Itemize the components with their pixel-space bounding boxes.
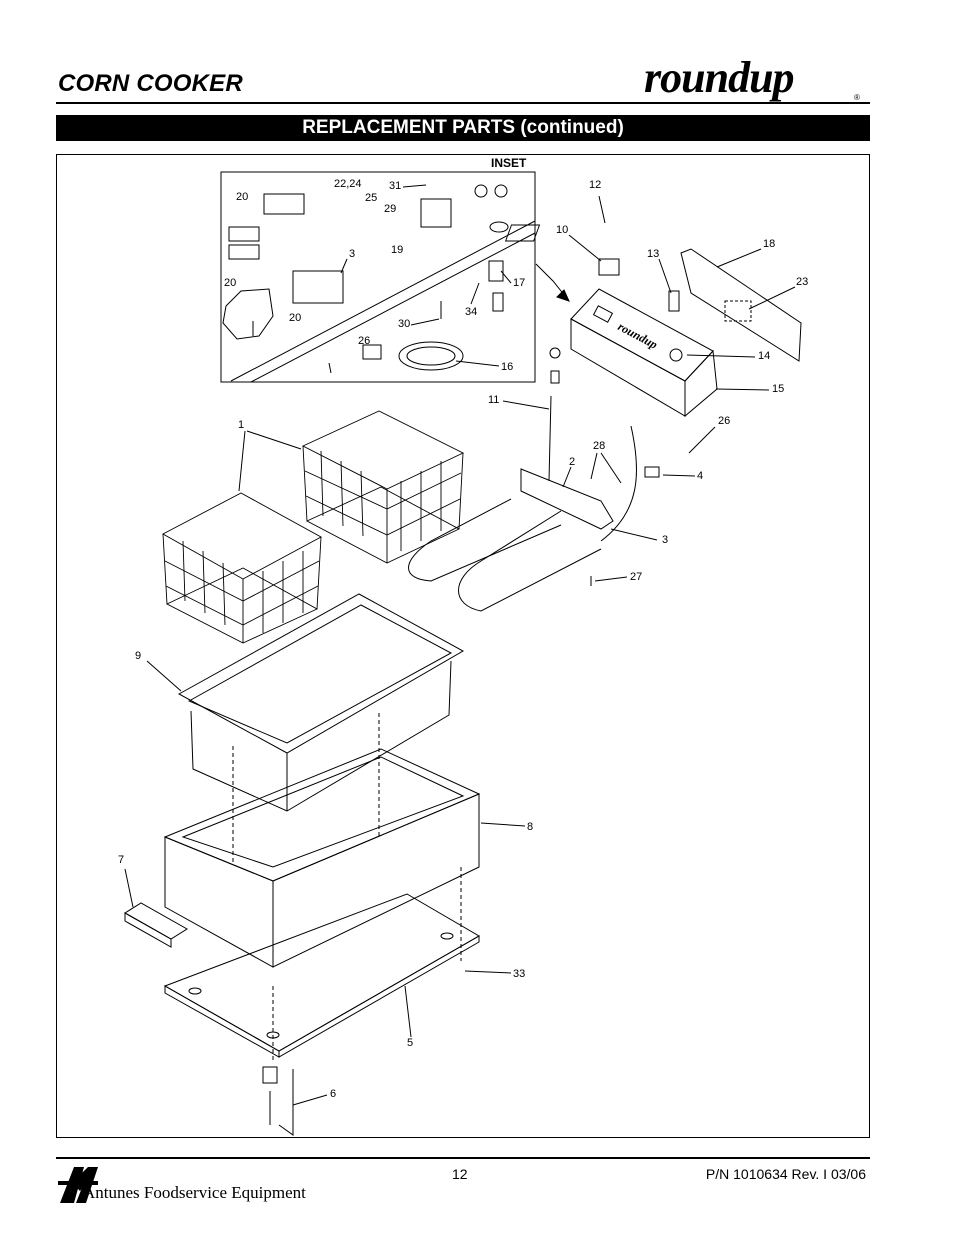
callout-26-inset: 26	[358, 335, 370, 347]
callout-20c: 20	[289, 312, 301, 324]
inset-part-3	[292, 270, 344, 304]
callout-18: 18	[763, 238, 775, 250]
callout-31: 31	[389, 180, 401, 192]
callout-13: 13	[647, 248, 659, 260]
label-23	[724, 300, 752, 322]
inset-label: INSET	[491, 156, 527, 170]
foot-6	[262, 1066, 294, 1136]
callout-3: 3	[662, 534, 668, 546]
thermostat-bracket-4	[644, 466, 660, 478]
callout-22-24: 22,24	[334, 178, 362, 190]
well-pan-9	[177, 593, 465, 812]
svg-text:®: ®	[854, 93, 860, 102]
exploded-parts-diagram: INSET 20 22,24 25 29 31 3 19 20 20 30 34	[118, 156, 808, 1136]
inset-part-19	[420, 198, 452, 228]
heating-element-2	[408, 347, 660, 612]
header-rule	[56, 102, 870, 104]
callout-5: 5	[407, 1037, 413, 1049]
exploded-diagram-frame: INSET 20 22,24 25 29 31 3 19 20 20 30 34	[56, 154, 870, 1138]
callout-25: 25	[365, 192, 377, 204]
callout-7: 7	[118, 854, 124, 866]
back-panel-18	[680, 248, 802, 362]
control-panel-15: roundup	[570, 288, 718, 418]
callout-14: 14	[758, 350, 770, 362]
callout-34: 34	[465, 306, 477, 318]
callout-4: 4	[697, 470, 703, 482]
roundup-logo: roundup ®	[644, 56, 860, 102]
part-number: P/N 1010634 Rev. I 03/06	[705, 1166, 866, 1182]
page-title: CORN COOKER	[58, 70, 243, 97]
handle-7	[124, 902, 188, 948]
callout-23: 23	[796, 276, 808, 288]
inset-power-cord	[398, 341, 464, 371]
callout-11: 11	[488, 394, 499, 406]
antunes-logo-mark	[58, 1167, 98, 1203]
callout-15: 15	[772, 383, 784, 395]
callout-30: 30	[398, 318, 410, 330]
callout-16: 16	[501, 361, 513, 373]
switch-cover-12	[504, 224, 541, 242]
callout-28: 28	[593, 440, 605, 452]
callout-10: 10	[556, 224, 568, 236]
basket-1a	[301, 410, 465, 564]
inset-leader-lines	[340, 184, 512, 367]
callout-26: 26	[718, 415, 730, 427]
callout-19: 19	[391, 244, 403, 256]
switch-10	[598, 258, 620, 276]
callout-8: 8	[527, 821, 533, 833]
callout-3-inset: 3	[349, 248, 355, 260]
company-name: Antunes Foodservice Equipment	[83, 1183, 306, 1202]
callout-2: 2	[569, 456, 575, 468]
callout-20b: 20	[224, 277, 236, 289]
page-number: 12	[452, 1166, 468, 1182]
callout-20a: 20	[236, 191, 248, 203]
callout-9: 9	[135, 650, 141, 662]
callout-17: 17	[513, 277, 525, 289]
inset-part-relay	[263, 193, 305, 215]
base-housing-8	[163, 713, 481, 1061]
callout-29: 29	[384, 203, 396, 215]
inset-panel: INSET	[220, 156, 536, 383]
indicator-light-13	[668, 290, 680, 312]
inset-callouts: 20 22,24 25 29 31 3 19 20 20 30 34 17 26…	[224, 178, 525, 373]
footer-rule	[56, 1157, 870, 1159]
callout-1: 1	[238, 419, 244, 431]
callout-6: 6	[330, 1088, 336, 1100]
main-callouts: 12 10 13 18 23 14 15 11 26 28 2 4 3 27 1…	[118, 179, 808, 1100]
main-leader-lines	[124, 195, 796, 1106]
callout-12: 12	[589, 179, 601, 191]
bottom-plate-5	[163, 893, 480, 1058]
svg-text:roundup: roundup	[644, 56, 794, 102]
callout-33: 33	[513, 968, 525, 980]
section-banner: REPLACEMENT PARTS (continued)	[56, 115, 870, 141]
basket-1b	[162, 492, 322, 644]
callout-27: 27	[630, 571, 642, 583]
